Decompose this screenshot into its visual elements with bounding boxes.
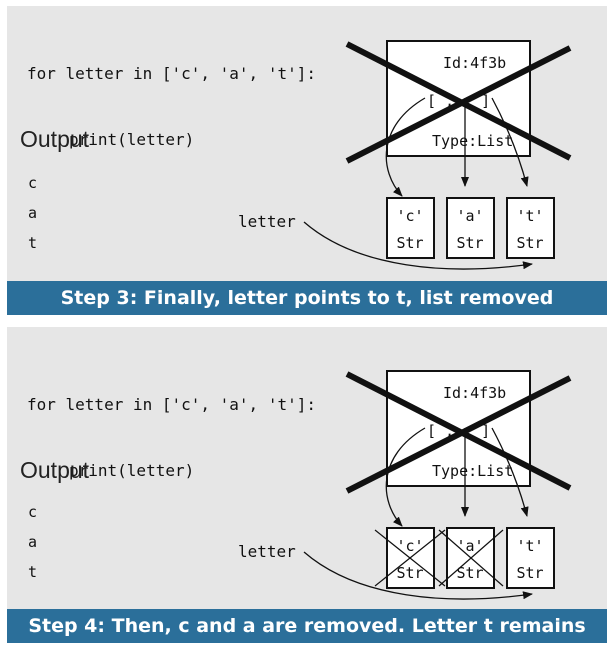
string-a-type: Str	[456, 234, 483, 252]
step-caption-banner: Step 4: Then, c and a are removed. Lette…	[7, 609, 607, 643]
output-line-1: c	[28, 503, 38, 521]
string-t-value: 't'	[516, 537, 543, 555]
output-line-3: t	[28, 563, 38, 581]
list-removed-cross-1	[345, 371, 572, 491]
string-t-type: Str	[516, 234, 543, 252]
string-c-type: Str	[396, 234, 423, 252]
letter-to-t-arrow	[303, 221, 533, 270]
list-removed-cross-1	[345, 41, 572, 161]
code-block: for letter in ['c', 'a', 't']: print(let…	[27, 350, 316, 526]
string-t-type: Str	[516, 564, 543, 582]
memory-diagram: Id:4f3b [ , , ] Type:List 'c' Str 'a' St…	[303, 370, 572, 600]
list-to-t-arrow	[491, 427, 529, 517]
string-c-box	[386, 197, 435, 259]
list-removed-cross-2	[345, 45, 572, 164]
step-4-panel: for letter in ['c', 'a', 't']: print(let…	[7, 327, 607, 643]
memory-diagram: Id:4f3b [ , , ] Type:List 'c' Str 'a' St…	[303, 40, 572, 270]
string-a-type: Str	[456, 564, 483, 582]
string-c-value: 'c'	[396, 537, 423, 555]
step-caption-banner: Step 3: Finally, letter points to t, lis…	[7, 281, 607, 315]
list-to-c-arrow	[385, 97, 426, 197]
string-a-value: 'a'	[456, 207, 483, 225]
step-3-panel: for letter in ['c', 'a', 't']: print(let…	[7, 6, 607, 315]
list-to-t-arrow	[491, 97, 529, 187]
output-title: Output	[20, 457, 90, 483]
code-line-1: for letter in ['c', 'a', 't']:	[27, 64, 316, 83]
output-line-3: t	[28, 234, 38, 252]
step-caption: Step 3: Finally, letter points to t, lis…	[60, 287, 554, 309]
output-title: Output	[20, 126, 90, 152]
output-line-2: a	[28, 533, 38, 551]
string-a-box	[446, 197, 495, 259]
list-id-label: Id:4f3b	[443, 384, 506, 402]
step-caption: Step 4: Then, c and a are removed. Lette…	[28, 615, 586, 637]
code-line-2: print(letter)	[69, 130, 195, 149]
list-type-label: Type:List	[432, 132, 513, 150]
output-line-2: a	[28, 204, 38, 222]
list-type-label: Type:List	[432, 462, 513, 480]
variable-letter-label: letter	[238, 542, 296, 561]
string-c-removed-cross-2	[374, 529, 446, 587]
list-removed-cross-2	[345, 375, 572, 494]
code-line-2: print(letter)	[69, 461, 195, 480]
list-id-label: Id:4f3b	[443, 54, 506, 72]
code-line-1: for letter in ['c', 'a', 't']:	[27, 395, 316, 414]
string-t-value: 't'	[516, 207, 543, 225]
output-line-1: c	[28, 174, 38, 192]
string-a-removed-cross-2	[438, 529, 504, 587]
string-c-type: Str	[396, 564, 423, 582]
variable-letter-label: letter	[238, 212, 296, 231]
letter-to-t-arrow	[303, 551, 533, 600]
string-t-box	[506, 197, 555, 259]
string-c-value: 'c'	[396, 207, 423, 225]
code-block: for letter in ['c', 'a', 't']: print(let…	[27, 19, 316, 195]
string-t-box	[506, 527, 555, 589]
string-a-value: 'a'	[456, 537, 483, 555]
list-to-c-arrow	[385, 427, 426, 527]
